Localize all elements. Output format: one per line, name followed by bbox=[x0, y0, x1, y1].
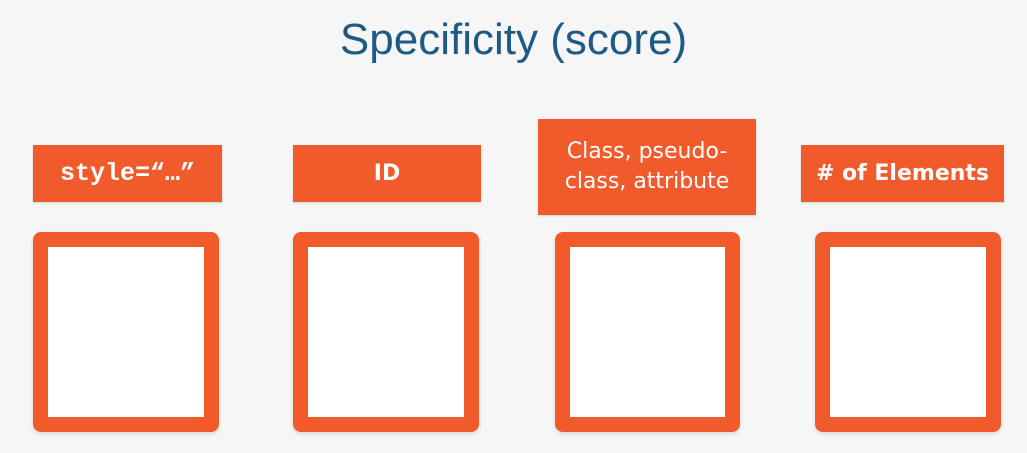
label-inline-style: style=“…” bbox=[33, 145, 222, 202]
score-box-class-pseudo-attribute bbox=[555, 232, 740, 432]
label-id: ID bbox=[293, 145, 481, 202]
slide-title: Specificity (score) bbox=[339, 15, 688, 64]
label-elements: # of Elements bbox=[801, 145, 1004, 202]
score-box-elements bbox=[815, 232, 1001, 432]
score-box-id bbox=[293, 232, 479, 432]
label-class-pseudo-attribute: Class, pseudo-class, attribute bbox=[538, 119, 756, 215]
score-box-inline-style bbox=[33, 232, 219, 432]
